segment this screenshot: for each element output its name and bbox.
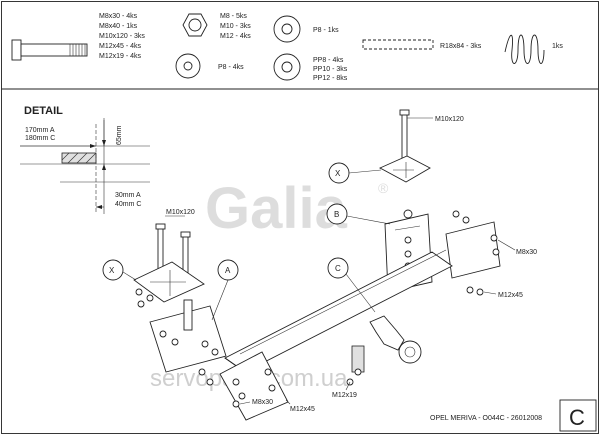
- detail-dim-height: 65mm: [116, 125, 123, 145]
- socket-plate: [351, 345, 365, 373]
- detail-dim-c-bottom: 40mm C: [115, 201, 141, 208]
- tow-ball: [346, 315, 422, 386]
- title-block: OPEL MERIVA - O044C - 26012008 C: [430, 399, 597, 432]
- marker-x-left: [102, 259, 124, 281]
- variant-letter: C: [569, 405, 585, 430]
- ring-spec: P8 - 1ks: [313, 27, 339, 34]
- nut-spec-3: M12 - 4ks: [220, 33, 251, 40]
- marker-a-label: A: [225, 266, 231, 275]
- pin-spec: R18x84 - 3ks: [440, 43, 482, 50]
- nut-spec-2: M10 - 3ks: [220, 23, 251, 30]
- marker-x-left-label: X: [109, 266, 115, 275]
- detail-view: DETAIL 170mm A 180mm C 65mm 30mm A 40mm …: [20, 105, 150, 214]
- pin-icon: [362, 39, 434, 50]
- marker-c-label: C: [335, 264, 341, 273]
- nut-spec-1: M8 - 5ks: [220, 13, 247, 20]
- label-m10x120-right: M10x120: [435, 116, 464, 123]
- flat-washer-icon: [175, 53, 201, 79]
- label-m12x45-right: M12x45: [498, 292, 523, 299]
- bolt-spec-3: M10x120 - 3ks: [99, 33, 145, 40]
- marker-x-right-label: X: [335, 169, 341, 178]
- coil-spring-icon: [504, 34, 545, 64]
- spring-spec: 1ks: [552, 43, 563, 50]
- bolt-spec-1: M8x30 - 4ks: [99, 13, 138, 20]
- bolt-icon: [11, 39, 88, 61]
- label-m12x45-bottom: M12x45: [290, 406, 315, 413]
- variant-box: [559, 399, 597, 432]
- label-m10x120-left: M10x120: [166, 209, 195, 216]
- model-code: OPEL MERIVA - O044C - 26012008: [430, 415, 542, 422]
- bolt-spec-4: M12x45 - 4ks: [99, 43, 142, 50]
- marker-c: [327, 257, 349, 279]
- spring-washer-icon: [273, 53, 301, 81]
- spring-washer-spec-2: PP10 - 3ks: [313, 66, 348, 73]
- bolt-spec-2: M8x40 - 1ks: [99, 23, 138, 30]
- detail-dim-c-top: 180mm C: [25, 135, 55, 142]
- detail-title: DETAIL: [24, 105, 63, 117]
- right-mount-plate: [378, 155, 431, 183]
- bolt-spec-5: M12x19 - 4ks: [99, 53, 142, 60]
- watermark-logo: Galia: [205, 176, 348, 241]
- washer-spec: P8 - 4ks: [218, 64, 244, 71]
- marker-b: [326, 203, 348, 225]
- ring-washer-icon: [273, 15, 301, 43]
- marker-b-label: B: [334, 210, 339, 219]
- spring-washer-spec-3: PP12 - 8ks: [313, 75, 348, 82]
- label-m8x30-right: M8x30: [516, 249, 537, 256]
- detail-dim-a-top: 170mm A: [25, 127, 55, 134]
- label-m12x19: M12x19: [332, 392, 357, 399]
- hex-nut-icon: [182, 13, 208, 37]
- galia-watermark: Galia ®: [205, 176, 389, 241]
- left-side-plate: [219, 351, 289, 421]
- right-side-plate: [445, 221, 501, 279]
- parts-list: M8x30 - 4ks M8x40 - 1ks M10x120 - 3ks M1…: [11, 13, 563, 82]
- towbar-assembly: M10x120 X B M8x30 M12x45 C: [102, 109, 537, 421]
- spring-washer-spec-1: PP8 - 4ks: [313, 57, 344, 64]
- label-m8x30-bottom: M8x30: [252, 399, 273, 406]
- detail-dim-a-bottom: 30mm A: [115, 192, 141, 199]
- watermark-registered: ®: [378, 180, 389, 196]
